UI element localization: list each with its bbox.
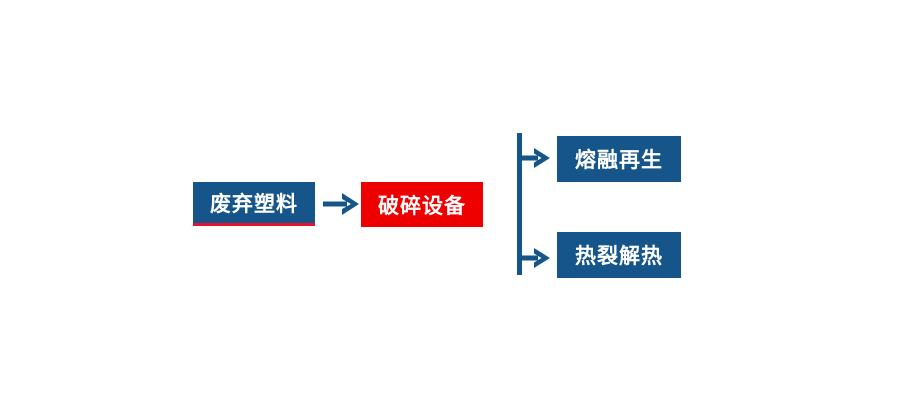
arrow-right-icon [320, 188, 362, 220]
branch-split-arrows-icon [508, 126, 558, 282]
node-crushing-equipment[interactable]: 破碎设备 [361, 182, 483, 227]
node-pyrolysis-heat[interactable]: 热裂解热 [557, 232, 681, 278]
node-melt-regeneration[interactable]: 熔融再生 [557, 136, 681, 182]
node-waste-plastic[interactable]: 废弃塑料 [193, 182, 315, 226]
